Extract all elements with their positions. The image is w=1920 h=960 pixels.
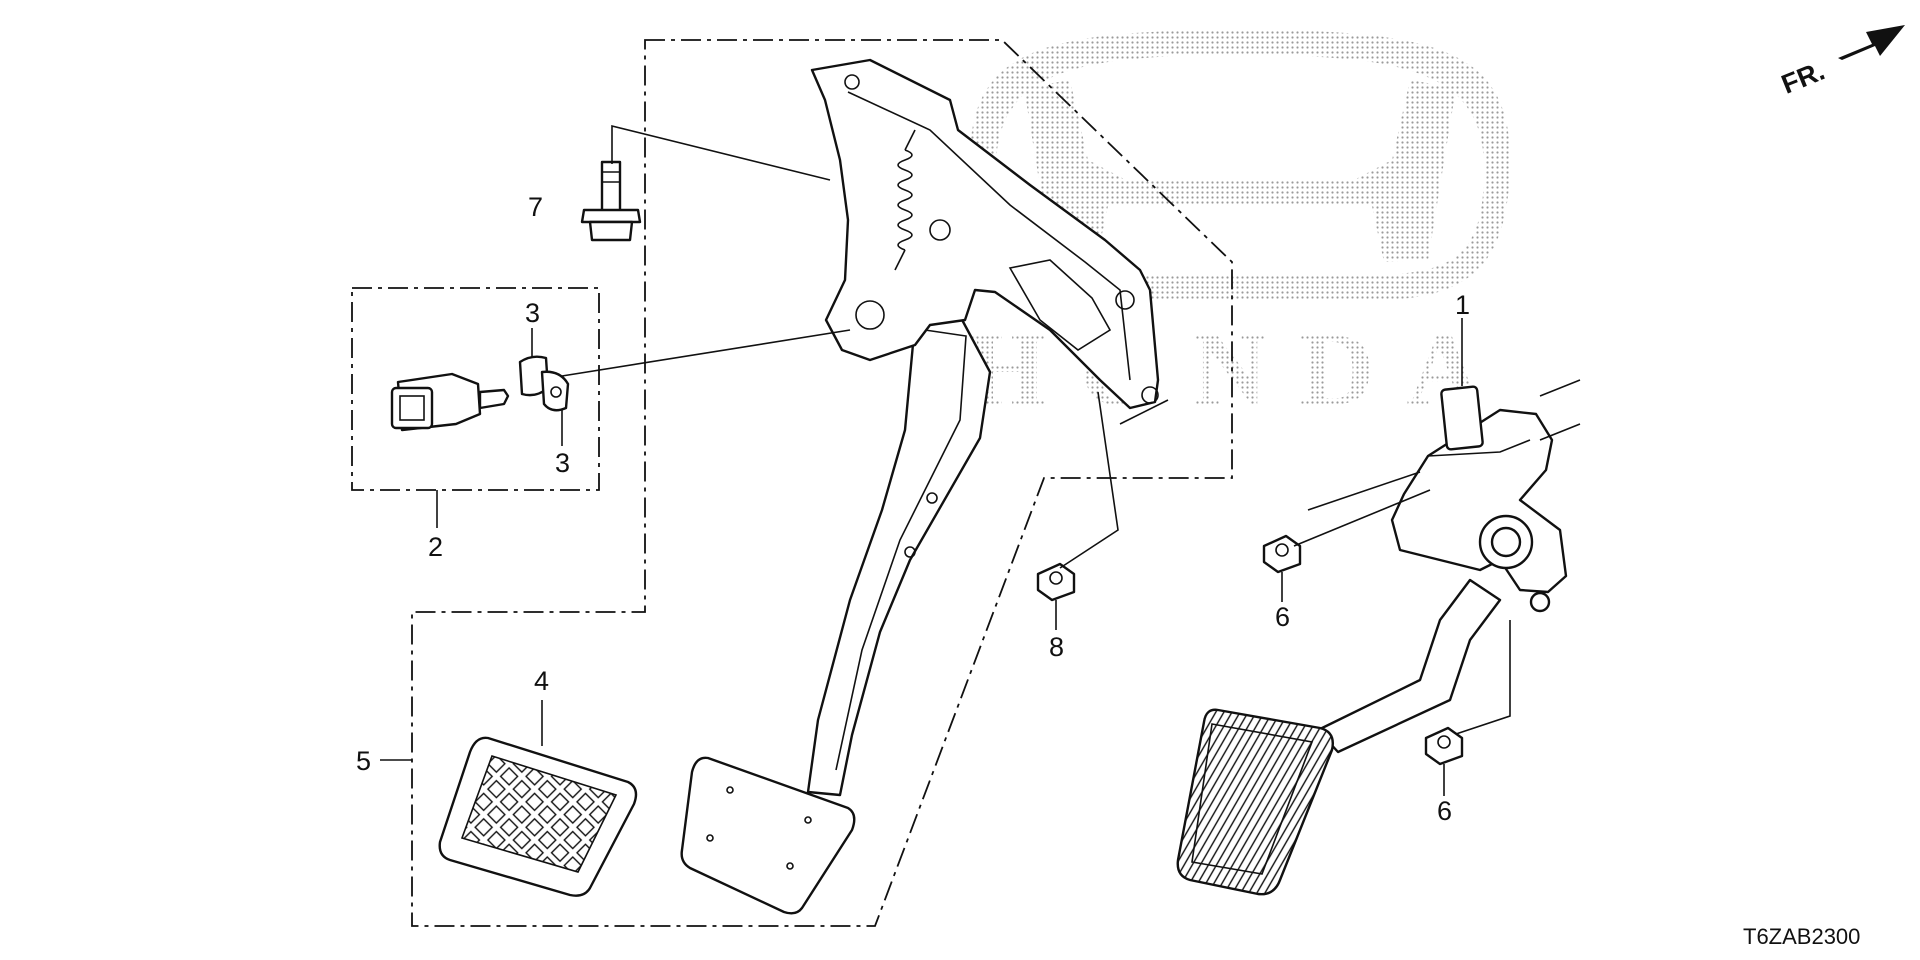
brake-pedal-arm — [806, 310, 992, 797]
bracket-inner-edge — [847, 91, 1131, 381]
bolt-shank — [600, 160, 622, 214]
callout-6-lower: 6 — [1437, 796, 1452, 826]
bracket-mount-hole-1 — [1115, 290, 1135, 310]
callout-3-upper: 3 — [525, 298, 540, 328]
spring-hook-top — [904, 129, 916, 151]
stop-switch-connector — [390, 386, 434, 430]
callout-6-upper: 6 — [1275, 602, 1290, 632]
callout-7: 7 — [528, 192, 543, 222]
return-spring — [897, 149, 913, 251]
stop-switch-connector-socket — [399, 395, 425, 421]
flange-nut-6-lower — [1424, 726, 1464, 766]
plate-hole-3 — [706, 834, 714, 842]
leader-lines — [380, 124, 1581, 796]
front-direction-indicator: FR. — [1777, 25, 1905, 100]
plate-hole-2 — [804, 816, 812, 824]
flange-nut-6-upper — [1262, 534, 1302, 574]
bracket-bolt-axis — [1119, 399, 1169, 425]
switch-clip-lower — [540, 370, 570, 412]
brake-pedal-arm-rib — [835, 329, 967, 771]
accel-connector — [1440, 385, 1484, 451]
accel-housing-step — [1427, 439, 1531, 457]
stop-switch-plunger — [478, 388, 510, 410]
plate-hole-4 — [786, 862, 794, 870]
leader-6-upper — [1293, 489, 1431, 547]
stop-switch-kit-box — [351, 287, 600, 491]
callout-4: 4 — [534, 666, 549, 696]
accel-bolt-axis-1 — [1307, 471, 1421, 511]
leader-6-lower — [1455, 620, 1511, 735]
arm-hole-1 — [926, 492, 938, 504]
callout-1: 1 — [1455, 290, 1470, 320]
bolt-head — [588, 220, 634, 242]
accel-mount-hole — [1529, 591, 1551, 613]
drawing-code: T6ZAB2300 — [1743, 924, 1860, 949]
direction-label: FR. — [1777, 56, 1829, 100]
callout-2: 2 — [428, 532, 443, 562]
pedal-bolt — [580, 160, 642, 242]
clip-hole — [550, 386, 562, 398]
callout-5: 5 — [356, 746, 371, 776]
accel-pivot-inner — [1490, 526, 1522, 558]
brake-pedal-plate — [680, 756, 856, 915]
leader-3-to-bracket — [561, 329, 851, 377]
stop-switch-assembly — [390, 355, 570, 432]
leader-8 — [1059, 391, 1119, 569]
spring-hook-bottom — [894, 249, 906, 271]
callout-3-lower: 3 — [555, 448, 570, 478]
accel-pedal-arm — [1316, 578, 1502, 754]
callouts: 1 2 3 3 4 5 6 6 7 8 — [356, 192, 1470, 826]
accelerator-pedal-assembly — [1176, 385, 1568, 896]
front-arrow-icon — [1838, 25, 1905, 60]
callout-8: 8 — [1049, 632, 1064, 662]
brake-pedal-pad — [438, 736, 638, 897]
bolt-flange — [580, 208, 642, 224]
brake-pedal-assembly-boundary — [411, 39, 1233, 927]
accel-pad-rim — [1191, 723, 1314, 875]
bracket-top-hole — [844, 74, 860, 90]
accel-bolt-axis-2 — [1539, 423, 1581, 441]
accel-pedal-pad — [1176, 708, 1334, 896]
leader-7 — [611, 124, 831, 181]
bracket-mount-hole-2 — [1141, 386, 1159, 404]
brake-pedal-assembly — [680, 58, 1160, 915]
plate-hole-1 — [726, 786, 734, 794]
bracket-flange — [1008, 259, 1112, 351]
arm-hole-2 — [904, 546, 916, 558]
bracket-pivot-hole — [855, 300, 885, 330]
brake-pedal-bracket — [810, 58, 1160, 410]
accel-bolt-axis-3 — [1539, 379, 1581, 397]
flange-nut-8 — [1036, 562, 1076, 602]
bracket-mount-hole-3 — [929, 219, 951, 241]
pedal-pad-mesh — [460, 755, 618, 873]
